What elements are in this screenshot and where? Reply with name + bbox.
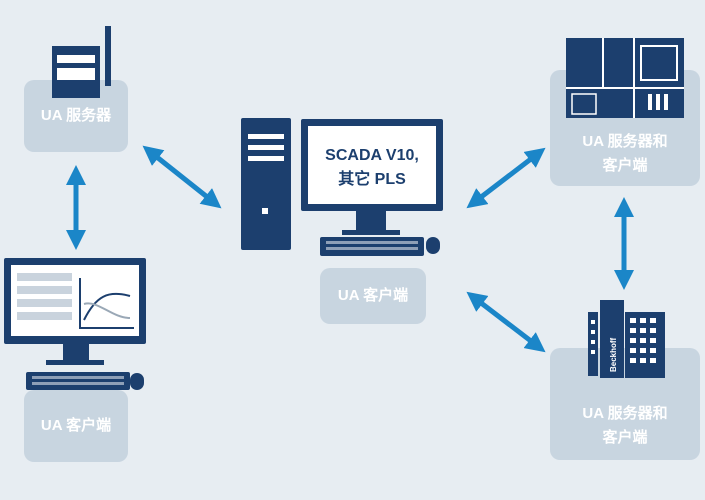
- brand-label: Beckhoff: [609, 337, 618, 372]
- ua-client-center-label-box: UA 客户端: [320, 268, 426, 324]
- ua-client-label-bottom-left: UA 客户端: [40, 417, 112, 434]
- ua-client-label-center: UA 客户端: [337, 287, 409, 304]
- screen-text-line2: 其它 PLS: [338, 169, 406, 188]
- double-arrow-icon: [466, 147, 546, 209]
- ua-server-client-label-line1-bottom: UA 服务器和: [582, 405, 668, 422]
- screen-text-line1: SCADA V10,: [325, 147, 419, 164]
- ua-client-bottom-left-label-box: UA 客户端: [24, 390, 128, 462]
- plc-controller-icon: Beckhoff: [588, 300, 665, 378]
- ua-server-client-label-line2-bottom: 客户端: [602, 429, 648, 446]
- computer-with-chart-icon: [4, 258, 146, 390]
- ua-server-client-label-line2-top: 客户端: [602, 157, 648, 174]
- ua-server-label: UA 服务器: [40, 107, 112, 124]
- ua-server-client-label-line1-top: UA 服务器和: [582, 133, 668, 150]
- wireless-device-icon: [52, 26, 111, 98]
- desktop-computer-icon: [241, 118, 443, 256]
- double-arrow-icon: [142, 145, 222, 209]
- double-arrow-icon: [466, 291, 546, 353]
- control-cabinet-icon: [566, 38, 684, 118]
